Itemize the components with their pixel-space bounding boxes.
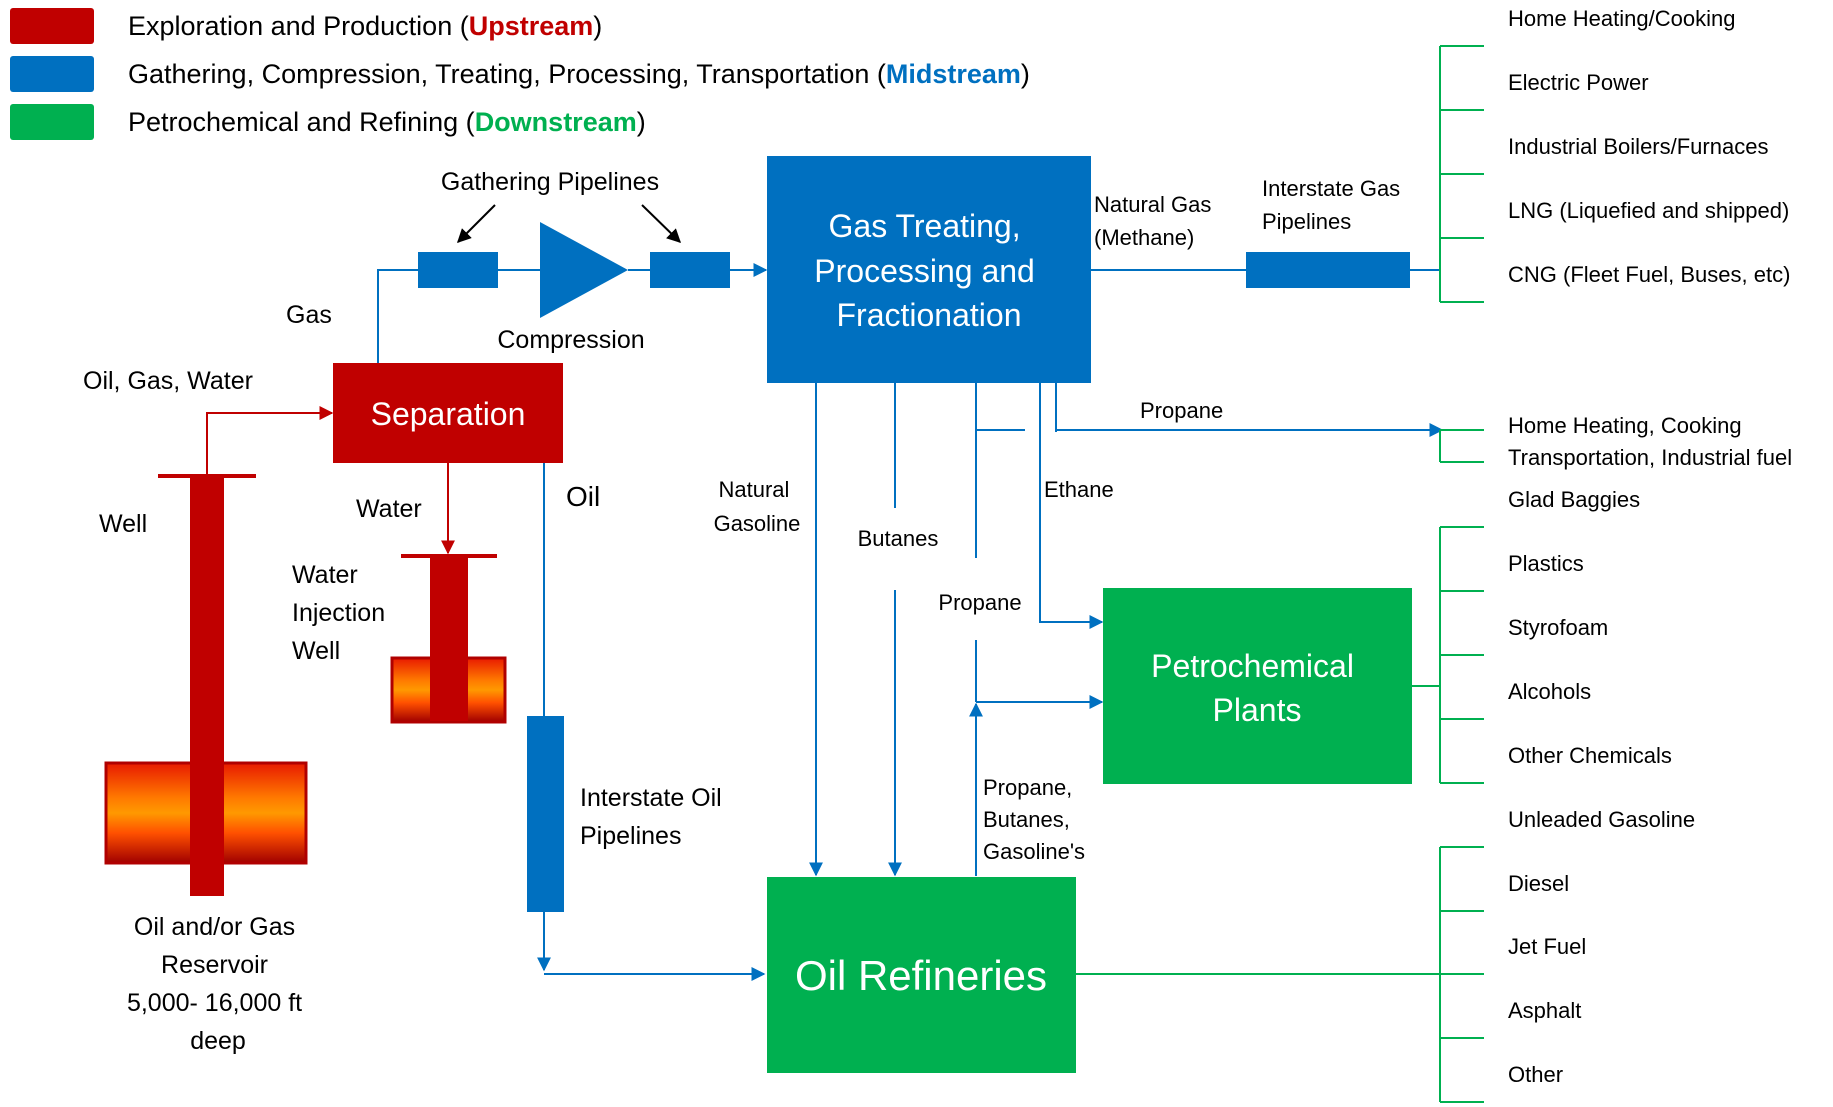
- petrochemical-products-list-item: Plastics: [1508, 551, 1584, 576]
- gathering-pipelines-label: Gathering Pipelines: [441, 168, 659, 196]
- gas-uses-list-item: LNG (Liquefied and shipped): [1508, 198, 1789, 223]
- compression-label: Compression: [497, 326, 644, 354]
- interstate-oil-pipelines-label: Interstate Oil Pipelines: [580, 784, 729, 850]
- propane-uses-list-item: Transportation, Industrial fuel: [1508, 445, 1792, 470]
- downstream-section: Petrochemical Plants Oil Refineries: [767, 588, 1440, 1073]
- propane-uses-list-item: Home Heating, Cooking: [1508, 413, 1742, 438]
- refinery-products-list-item: Jet Fuel: [1508, 934, 1586, 959]
- propane-butanes-gasolines-label: Propane, Butanes, Gasoline's: [983, 775, 1085, 864]
- well-label: Well: [99, 510, 147, 538]
- natural-gas-label: Natural Gas (Methane): [1094, 192, 1218, 250]
- refinery-products-list-item: Other: [1508, 1062, 1563, 1087]
- gas-uses-list-item: Home Heating/Cooking: [1508, 6, 1735, 31]
- oil-pipeline-section: [527, 463, 766, 981]
- compression-icon: [540, 222, 628, 318]
- butanes-label: Butanes: [858, 526, 939, 551]
- petrochemical-products-list-item: Other Chemicals: [1508, 743, 1672, 768]
- gas-flow-line: [377, 269, 418, 363]
- legend-swatch-upstream: [10, 8, 94, 44]
- water-injection-well-label: Water Injection Well: [292, 561, 392, 665]
- petrochemical-products-list-item: Alcohols: [1508, 679, 1591, 704]
- oil-gas-water-flow-line: [206, 406, 334, 476]
- legend: Exploration and Production (Upstream) Ga…: [10, 8, 1030, 140]
- natural-gasoline-label: Natural Gasoline: [714, 477, 801, 536]
- water-label: Water: [356, 495, 422, 523]
- refinery-products-list-item: Unleaded Gasoline: [1508, 807, 1695, 832]
- separation-box: [333, 363, 563, 463]
- oil-gas-water-label: Oil, Gas, Water: [83, 367, 253, 395]
- propane-top-label: Propane: [1140, 398, 1223, 423]
- water-injection-well: [430, 556, 468, 721]
- oil-label: Oil: [566, 481, 600, 512]
- gathering-pointer-1: [457, 204, 496, 243]
- interstate-gas-pipelines-label: Interstate Gas Pipelines: [1262, 176, 1406, 234]
- refinery-products-list-item: Asphalt: [1508, 998, 1581, 1023]
- petrochemical-products-list-item: Styrofoam: [1508, 615, 1608, 640]
- legend-swatch-midstream: [10, 56, 94, 92]
- legend-upstream-text: Exploration and Production (Upstream): [128, 11, 602, 41]
- petrochemical-products-list: Glad BaggiesPlasticsStyrofoamAlcoholsOth…: [1439, 487, 1672, 784]
- gathering-pipeline-1: [418, 252, 498, 288]
- water-injection-well-cap: [401, 554, 497, 558]
- reservoir-label: Oil and/or Gas Reservoir 5,000- 16,000 f…: [127, 913, 309, 1055]
- gathering-pointer-2: [641, 204, 682, 243]
- propane-mid-label: Propane: [938, 590, 1021, 615]
- legend-swatch-downstream: [10, 104, 94, 140]
- upstream-section: Separation: [104, 363, 563, 896]
- gathering-pipeline-2: [650, 252, 730, 288]
- petrochemical-plants-box: [1103, 588, 1412, 784]
- legend-downstream-text: Petrochemical and Refining (Downstream): [128, 107, 646, 137]
- oil-refineries-label: Oil Refineries: [795, 952, 1047, 999]
- interstate-oil-pipeline: [527, 716, 564, 912]
- interstate-gas-pipeline: [1246, 252, 1410, 288]
- gas-treating-box: [767, 156, 1091, 383]
- refinery-products-list-item: Diesel: [1508, 871, 1569, 896]
- legend-midstream-text: Gathering, Compression, Treating, Proces…: [128, 59, 1030, 89]
- petrochemical-label: Petrochemical Plants: [1151, 648, 1363, 728]
- separation-label: Separation: [371, 396, 526, 432]
- gas-label: Gas: [286, 301, 332, 329]
- petrochemical-products-list-item: Glad Baggies: [1508, 487, 1640, 512]
- gas-uses-list-item: Industrial Boilers/Furnaces: [1508, 134, 1768, 159]
- diagram-labels: Oil, Gas, Water Gas Gathering Pipelines …: [83, 168, 1406, 1055]
- ethane-line: [1039, 383, 1104, 629]
- gas-treating-label: Gas Treating, Processing and Fractionati…: [814, 208, 1043, 333]
- gas-uses-list-item: Electric Power: [1508, 70, 1649, 95]
- gathering-section: [377, 204, 768, 363]
- production-well: [190, 476, 224, 896]
- ethane-label: Ethane: [1044, 477, 1114, 502]
- gas-treating-section: Gas Treating, Processing and Fractionati…: [767, 156, 1444, 877]
- gas-uses-list-item: CNG (Fleet Fuel, Buses, etc): [1508, 262, 1790, 287]
- oil-refineries-box: [767, 877, 1076, 1073]
